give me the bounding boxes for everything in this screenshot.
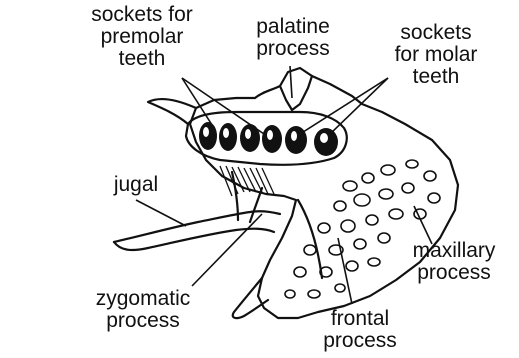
frontal-division [298,200,322,278]
hatching [220,166,274,196]
label-jugal: jugal [96,174,176,196]
label-sockets-premolar: sockets for premolar teeth [52,4,232,70]
label-frontal-process: frontal process [300,308,420,352]
socket-1 [199,122,217,150]
upper-wing [148,99,196,124]
zygomatic-strut [232,172,238,220]
leader-zygomatic [192,214,262,286]
socket-4 [262,125,282,153]
label-palatine-process: palatine process [218,16,368,60]
socket-5 [285,126,307,154]
leader-jugal [136,200,186,226]
jugal-arm-lower [114,229,274,250]
palatine-ridge [280,76,312,110]
label-sockets-molar: sockets for molar teeth [366,22,506,88]
label-zygomatic-process: zygomatic process [58,288,228,332]
socket-2 [219,123,237,151]
lower-prong [233,278,268,318]
label-maxillary-process: maxillary process [392,240,516,284]
socket-3 [240,124,260,152]
